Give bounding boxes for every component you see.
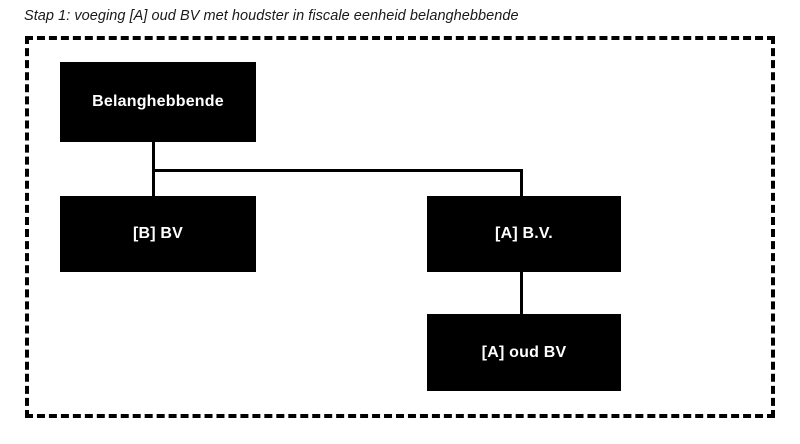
node-a-bv-label: [A] B.V. bbox=[495, 225, 553, 242]
node-b-bv: [B] BV bbox=[60, 196, 256, 272]
node-belanghebbende: Belanghebbende bbox=[60, 62, 256, 142]
node-a-oud-bv: [A] oud BV bbox=[427, 314, 621, 391]
node-a-oud-bv-label: [A] oud BV bbox=[481, 343, 567, 361]
dashed-group-boundary bbox=[25, 36, 775, 418]
node-b-bv-label: [B] BV bbox=[132, 225, 184, 242]
connector-a-bv-to-a-oud-bv bbox=[520, 272, 523, 314]
diagram-caption: Stap 1: voeging [A] oud BV met houdster … bbox=[24, 8, 519, 24]
connector-branch-horizontal bbox=[152, 169, 523, 172]
connector-belanghebbende-to-a-bv bbox=[520, 169, 523, 196]
node-belanghebbende-label: Belanghebbende bbox=[92, 93, 224, 110]
node-a-bv: [A] B.V. bbox=[427, 196, 621, 272]
